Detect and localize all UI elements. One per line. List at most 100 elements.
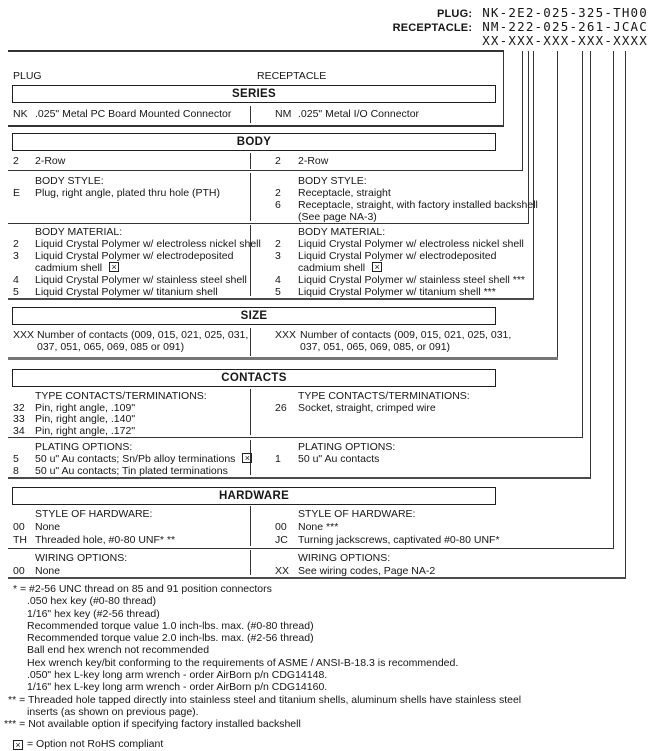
rohs-footnote: × = Option not RoHS compliant [13, 738, 521, 750]
not-rohs-icon: × [242, 453, 253, 463]
code-cell: 5 [13, 286, 19, 298]
size-band: SIZE [12, 307, 496, 325]
footnote-line: 1/16" hex key (#2-56 thread) [27, 607, 160, 620]
footnotes: * = #2-56 UNC thread on 85 and 91 positi… [4, 583, 521, 750]
block-header: STYLE OF HARDWARE: [35, 508, 153, 520]
block-header: BODY MATERIAL: [35, 226, 123, 238]
option-row: 32 Pin, right angle, .109" [13, 401, 249, 415]
footnote-line: ** = Threaded hole tapped directly into … [8, 693, 522, 706]
series-plug-row: NK .025" Metal PC Board Mounted Connecto… [13, 108, 249, 120]
option-row: 26 Socket, straight, crimped wire [262, 401, 650, 415]
body-row-rule [8, 170, 523, 172]
description-cell: Number of contacts (009, 015, 021, 025, … [300, 329, 512, 341]
footnote-line: Ball end hex wrench not recommended [27, 644, 210, 657]
option-row: 34 Pin, right angle, .172" [13, 424, 249, 438]
description-cell: .025" Metal I/O Connector [298, 108, 420, 120]
option-row: 5 50 u" Au contacts; Sn/Pb alloy termina… [13, 453, 253, 465]
option-row: 00 None *** [262, 521, 650, 534]
code-cell: 4 [275, 274, 281, 286]
size-plug-row-continuation: 037, 051, 065, 069, 085 or 091) [13, 341, 249, 353]
option-row: E Plug, right angle, plated thru hole (P… [13, 187, 249, 199]
description-cell: cadmium shell [298, 262, 366, 274]
option-row: TH Threaded hole, #0-80 UNF* ** [13, 534, 249, 547]
description-cell: See wiring codes, Page NA-2 [298, 565, 436, 577]
description-cell: 50 u" Au contacts; Tin plated terminatio… [35, 465, 228, 477]
option-row: 3 Liquid Crystal Polymer w/ electrodepos… [262, 250, 650, 262]
hardware-bottom-rule [8, 577, 626, 579]
description-cell: Turning jackscrews, captivated #0-80 UNF… [298, 534, 500, 546]
part-number-mask-row: XX-XXX-XXX-XXX-XXXX [393, 33, 648, 48]
option-row: 00 None [13, 565, 249, 578]
description-cell: Socket, straight, crimped wire [298, 401, 436, 414]
option-row: JC Turning jackscrews, captivated #0-80 … [262, 534, 650, 547]
series-bottom-rule [8, 125, 504, 127]
description-cell: Liquid Crystal Polymer w/ titanium shell [35, 286, 218, 298]
size-bottom-rule [8, 357, 558, 360]
footnote-line: Recommended torque value 1.0 inch-lbs. m… [27, 619, 314, 632]
series-title: SERIES [232, 88, 276, 100]
description-cell: Plug, right angle, plated thru hole (PTH… [35, 187, 221, 199]
option-row: 2 Liquid Crystal Polymer w/ electroless … [13, 238, 261, 250]
block-header: WIRING OPTIONS: [298, 552, 391, 564]
description-cell: 50 u" Au contacts [298, 453, 380, 465]
code-cell: 1 [275, 453, 281, 465]
hardware-style-rule [8, 548, 614, 550]
description-cell: Pin, right angle, .172" [35, 424, 136, 437]
divider-contacts-type [250, 389, 252, 435]
description-cell: Pin, right angle, .109" [35, 401, 136, 414]
code-cell: 33 [13, 413, 25, 425]
divider-plating [250, 440, 252, 475]
body-title: BODY [236, 136, 272, 148]
code-cell: 00 [13, 521, 25, 533]
callout-line-size [557, 51, 559, 360]
divider-wiring [250, 550, 252, 575]
callout-line-series [503, 50, 505, 126]
code-cell: 26 [275, 401, 287, 414]
not-rohs-icon: × [372, 262, 383, 272]
callout-line-body-row [522, 51, 524, 171]
description-cell: 037, 051, 065, 069, 085, or 091) [300, 341, 451, 354]
contacts-type-rule [8, 437, 583, 439]
body-row-receptacle: 2 2-Row [262, 155, 650, 167]
code-cell: 2 [13, 238, 19, 250]
option-row: 8 50 u" Au contacts; Tin plated terminat… [13, 465, 249, 477]
description-cell: Threaded hole, #0-80 UNF* ** [35, 534, 176, 546]
description-cell: None *** [298, 521, 339, 533]
footnote-line: Hex wrench key/bit conforming to the req… [27, 656, 459, 669]
receptacle-part-number: NM-222-025-261-JCAC [482, 19, 648, 34]
divider-body-style [250, 173, 252, 221]
code-cell: XXX [13, 329, 35, 341]
option-row: 2 Receptacle, straight [262, 187, 650, 199]
code-cell: E [13, 187, 21, 199]
code-cell: 00 [13, 565, 25, 577]
plug-column-label: PLUG [13, 70, 42, 82]
contacts-band: CONTACTS [12, 369, 496, 387]
block-header: BODY STYLE: [298, 175, 367, 187]
code-cell: 3 [275, 250, 281, 262]
part-number-mask: XX-XXX-XXX-XXX-XXXX [482, 33, 648, 48]
code-cell: 2 [275, 155, 281, 167]
code-cell: 2 [275, 238, 281, 250]
hardware-band: HARDWARE [12, 487, 496, 505]
footnote-line: .050" hex L-key long arm wrench - order … [27, 669, 328, 682]
size-title: SIZE [240, 310, 268, 322]
option-row: XX See wiring codes, Page NA-2 [262, 565, 650, 578]
code-cell: NK [13, 108, 28, 120]
series-band: SERIES [12, 85, 496, 103]
description-cell: Receptacle, straight, with factory insta… [298, 199, 538, 211]
callout-line-plating [590, 51, 592, 479]
footnote-line: .050 hex key (#0-80 thread) [27, 595, 156, 608]
size-receptacle-row: XXX Number of contacts (009, 015, 021, 0… [262, 329, 650, 341]
receptacle-part-number-row: RECEPTACLE: NM-222-025-261-JCAC [393, 19, 648, 34]
body-bottom-rule [8, 298, 534, 300]
contacts-bottom-rule [8, 477, 591, 479]
block-header: TYPE CONTACTS/TERMINATIONS: [35, 390, 207, 402]
footnote-line: *** = Not available option if specifying… [4, 718, 301, 731]
block-header: PLATING OPTIONS: [35, 441, 133, 453]
divider-body-material [250, 225, 252, 296]
option-row-continuation: (See page NA-3) [262, 211, 650, 223]
body-row-plug: 2 2-Row [13, 155, 249, 167]
description-cell: 2-Row [298, 155, 329, 167]
description-cell: Liquid Crystal Polymer w/ titanium shell… [298, 286, 496, 298]
